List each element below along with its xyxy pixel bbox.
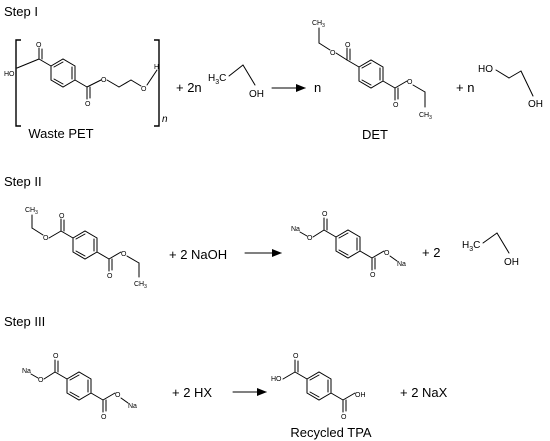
svg-text:H3C: H3C (462, 240, 480, 253)
svg-text:O: O (370, 272, 376, 279)
svg-text:CH3: CH3 (419, 112, 432, 121)
svg-text:O: O (43, 235, 49, 242)
svg-text:OH: OH (249, 89, 264, 100)
bracket-right (154, 39, 160, 127)
label-recycled-tpa: Recycled TPA (290, 425, 371, 440)
svg-text:CH3: CH3 (25, 207, 38, 216)
svg-text:O: O (293, 353, 299, 360)
svg-text:O: O (322, 211, 328, 218)
ethanol-structure: H3C OH (208, 64, 264, 100)
atom-o: O (101, 77, 107, 84)
atom-h: H (154, 64, 159, 71)
svg-text:O: O (59, 213, 65, 220)
svg-text:O: O (38, 377, 44, 384)
svg-text:O: O (101, 414, 107, 421)
det-structure-step2: CH3 O O O O CH3 (25, 207, 147, 290)
svg-text:CH3: CH3 (312, 20, 325, 29)
coef-2-nax: + 2 NaX (400, 385, 448, 400)
bracket-left (15, 39, 21, 127)
coef-2-hx: + 2 HX (172, 385, 212, 400)
label-det: DET (362, 127, 388, 142)
svg-text:O: O (121, 251, 127, 258)
atom-o: O (36, 42, 42, 49)
step-2-label: Step II (4, 174, 42, 189)
atom-ho: HO (4, 71, 15, 78)
coef-2-naoh: + 2 NaOH (169, 247, 227, 262)
pet-structure: O HO O O O H (4, 39, 160, 127)
disodium-terephthalate-structure: Na O O O O Na (291, 211, 406, 279)
ethylene-glycol-structure: HO OH (478, 64, 543, 110)
svg-text:OH: OH (355, 392, 366, 399)
ethanol-structure-step2: H3C OH (462, 232, 519, 268)
svg-text:O: O (384, 250, 390, 257)
coef-n-eg: + n (456, 80, 474, 95)
svg-text:O: O (330, 50, 336, 57)
svg-text:O: O (107, 273, 113, 280)
svg-text:O: O (307, 235, 313, 242)
svg-text:O: O (345, 42, 351, 49)
svg-text:O: O (407, 79, 413, 86)
svg-text:H3C: H3C (208, 73, 226, 86)
svg-text:CH3: CH3 (134, 281, 147, 290)
svg-text:O: O (341, 414, 347, 421)
svg-text:O: O (115, 392, 121, 399)
svg-text:Na: Na (128, 403, 137, 410)
svg-text:Na: Na (397, 261, 406, 268)
coef-n-det: n (314, 80, 321, 95)
svg-text:OH: OH (504, 257, 519, 268)
terephthalic-acid-structure: HO O O OH (271, 353, 366, 421)
svg-text:O: O (53, 353, 59, 360)
step-3-label: Step III (4, 314, 45, 329)
atom-o: O (141, 86, 147, 93)
label-waste-pet: Waste PET (28, 126, 93, 141)
coef-2n: + 2n (176, 80, 202, 95)
atom-o: O (85, 101, 91, 108)
svg-text:HO: HO (478, 64, 493, 75)
svg-text:OH: OH (528, 99, 543, 110)
svg-text:Na: Na (22, 368, 31, 375)
svg-text:Na: Na (291, 226, 300, 233)
svg-text:O: O (393, 102, 399, 109)
coef-2-ethanol: + 2 (422, 245, 440, 260)
subscript-n: n (162, 114, 168, 125)
disodium-terephthalate-step3: Na O O O O Na (22, 353, 137, 421)
svg-text:HO: HO (271, 376, 282, 383)
det-structure: CH3 O O O O CH3 (312, 20, 432, 121)
step-1-label: Step I (4, 4, 38, 19)
